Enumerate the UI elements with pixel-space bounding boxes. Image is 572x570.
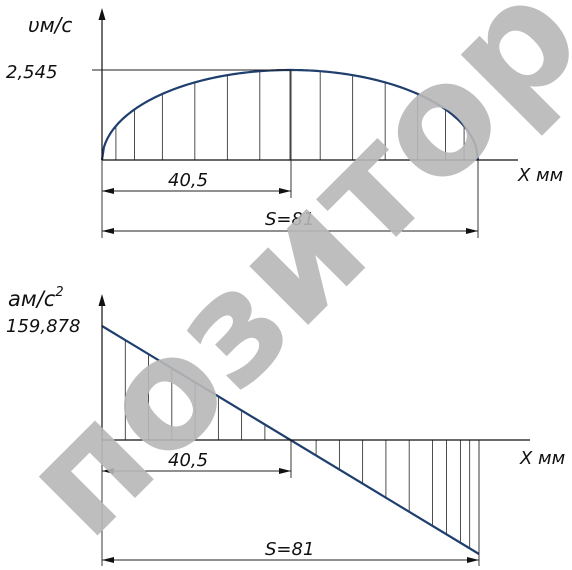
velocity-mid-dim-right-arrow-icon bbox=[279, 188, 291, 194]
velocity-y-label: υм/с bbox=[28, 13, 72, 37]
velocity-mid-dim-left-arrow-icon bbox=[102, 188, 114, 194]
acceleration-x-label: X мм bbox=[519, 448, 565, 469]
acceleration-span-dimension-label: S=81 bbox=[265, 539, 314, 560]
acceleration-mid-dim-left-arrow-icon bbox=[102, 468, 114, 474]
acceleration-y-label-exponent: 2 bbox=[55, 285, 63, 300]
velocity-x-label: X мм bbox=[517, 165, 563, 186]
acceleration-span-left-arrow-icon bbox=[102, 557, 114, 563]
velocity-chart: υм/с 2,545 X мм 40,5 S=81 bbox=[6, 8, 563, 238]
acceleration-y-arrow-icon bbox=[98, 294, 106, 306]
acceleration-y-label: aм/с2 bbox=[8, 285, 64, 311]
acceleration-span-right-arrow-icon bbox=[467, 557, 479, 563]
velocity-mid-dimension-label: 40,5 bbox=[168, 170, 208, 191]
acceleration-mid-dim-right-arrow-icon bbox=[279, 468, 291, 474]
velocity-span-right-arrow-icon bbox=[466, 228, 478, 234]
acceleration-chart: aм/с2 159,878 X мм 40,5 S=81 bbox=[6, 285, 565, 566]
velocity-span-dimension-label: S=81 bbox=[265, 209, 314, 230]
acceleration-mid-dimension-label: 40,5 bbox=[168, 450, 208, 471]
acceleration-y-label-main: aм/с bbox=[8, 287, 56, 311]
velocity-span-left-arrow-icon bbox=[102, 228, 114, 234]
acceleration-hatching bbox=[101, 326, 471, 549]
velocity-hatching bbox=[115, 70, 465, 160]
acceleration-y-tick-label: 159,878 bbox=[6, 316, 80, 337]
velocity-y-tick-label: 2,545 bbox=[6, 62, 58, 83]
velocity-y-arrow-icon bbox=[98, 8, 106, 20]
